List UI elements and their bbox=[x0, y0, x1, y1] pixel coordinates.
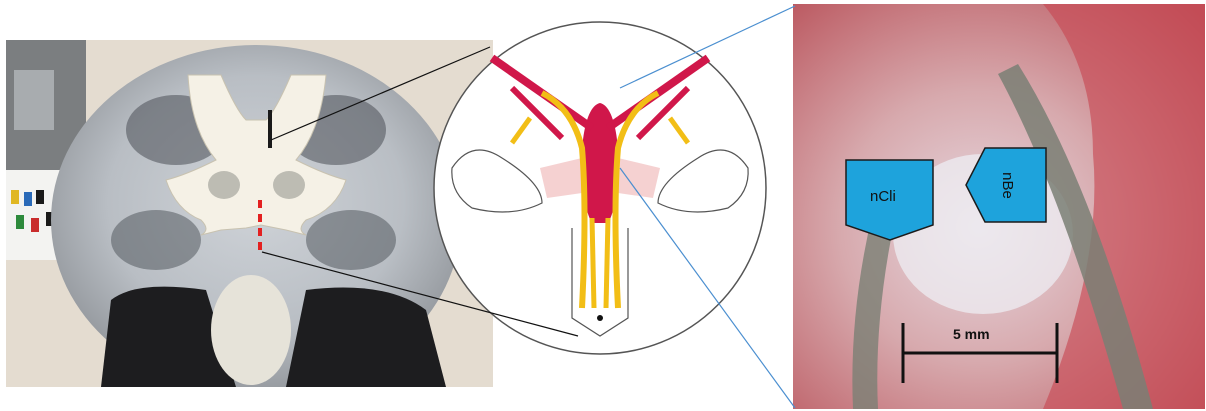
dark-fur-patch bbox=[306, 210, 396, 270]
scale-bar-label: 5 mm bbox=[953, 326, 990, 342]
anatomy-diagram bbox=[432, 18, 768, 358]
microscope-photo bbox=[793, 4, 1205, 409]
nerve bbox=[606, 218, 608, 308]
equipment-block bbox=[14, 70, 54, 130]
nerve-label-nBe: nBe bbox=[999, 172, 1016, 199]
dark-fur-patch bbox=[111, 210, 201, 270]
tail bbox=[211, 275, 291, 385]
white-tissue bbox=[893, 154, 1073, 314]
nerve-label-nCli: nCli bbox=[870, 188, 896, 205]
animal-photo bbox=[6, 40, 493, 387]
nerve bbox=[592, 218, 594, 308]
incision-mark bbox=[268, 110, 272, 148]
obturator-foramen bbox=[273, 171, 305, 199]
urethral-meatus bbox=[597, 315, 603, 321]
obturator-foramen bbox=[208, 171, 240, 199]
